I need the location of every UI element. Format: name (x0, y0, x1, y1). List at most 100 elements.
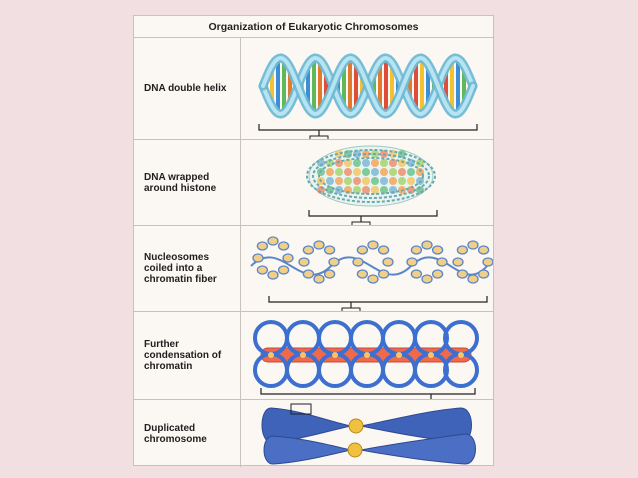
wrapped-dna-loop (318, 157, 424, 195)
nucleosome-bead (252, 253, 264, 263)
scaffold-attachment (332, 352, 338, 358)
histone-subunit (362, 168, 370, 176)
backbone-strand-b-highlight (261, 55, 475, 117)
label-chromatin-fiber: Nucleosomes coiled into a chromatin fibe… (144, 252, 217, 285)
nucleosome-bead (323, 269, 336, 279)
wrapped-dna-loop (306, 149, 436, 203)
nucleosome-bead (436, 257, 448, 267)
nucleosome-bead (313, 240, 325, 250)
histone-subunit (380, 168, 388, 176)
nucleosome-bead (367, 240, 379, 250)
histone-subunit (389, 177, 397, 185)
chromatid-right (360, 407, 472, 443)
nucleosome-bead (456, 269, 469, 279)
nucleosome-bead (277, 265, 290, 275)
nucleosome-bead (477, 269, 490, 279)
histone-subunit (344, 159, 352, 167)
row-chromatin-fiber: Nucleosomes coiled into a chromatin fibe… (134, 226, 493, 312)
histone-subunit (335, 177, 343, 185)
nucleosome-bead (328, 257, 340, 267)
row-duplicated-chromosome: Duplicated chromosome (134, 400, 493, 467)
histone-subunit (335, 168, 343, 176)
nucleosome-bead (482, 257, 493, 267)
nucleosome-bead (456, 245, 469, 255)
histone-subunit (344, 168, 352, 176)
nucleosome-bead (410, 245, 423, 255)
histone-subunit (371, 168, 379, 176)
fiber-bracket (268, 296, 488, 311)
nucleosome-bead (267, 270, 279, 280)
histone-subunit (353, 186, 361, 194)
nucleosome-bead (467, 274, 479, 284)
wrapped-dna-loop (312, 153, 430, 199)
nucleosome-bead (356, 245, 369, 255)
nucleosome-bead (298, 257, 310, 267)
histone-subunit (335, 159, 343, 167)
linker-dna (250, 256, 488, 276)
histone-subunit (398, 159, 406, 167)
nucleosome-bead (377, 269, 390, 279)
histone-subunit (353, 159, 361, 167)
histone-subunit (389, 186, 397, 194)
nucleosome-bead (452, 257, 464, 267)
row-condensed-chromatin: Further condensation of chromatin (134, 312, 493, 400)
label-duplicated-chromosome: Duplicated chromosome (144, 422, 207, 445)
histone-subunit (389, 159, 397, 167)
row-nucleosome: DNA wrapped around histone (134, 140, 493, 226)
histone-subunit (362, 177, 370, 185)
nucleosome-bead (302, 269, 315, 279)
figure-title: Organization of Eukaryotic Chromosomes (134, 16, 493, 38)
nucleosome-bead (352, 257, 364, 267)
condensed-chromatin-illustration (241, 312, 493, 399)
scaffold-attachment (364, 352, 370, 358)
chromatid-right-lower (360, 433, 476, 465)
zoom-box (290, 403, 312, 415)
duplicated-chromosome-illustration (241, 400, 493, 467)
histone-subunit (407, 168, 415, 176)
nucleosome-bead (367, 274, 379, 284)
label-condensed-chromatin: Further condensation of chromatin (144, 339, 222, 372)
histone-subunit (353, 177, 361, 185)
dna-double-helix-illustration (241, 38, 493, 139)
histone-subunit (380, 186, 388, 194)
nucleosome-bead (431, 245, 444, 255)
histone-subunit (371, 177, 379, 185)
scaffold-attachment (428, 352, 434, 358)
chromatid-left-lower (263, 435, 352, 465)
label-nucleosome: DNA wrapped around histone (144, 171, 217, 194)
histone-subunit (389, 168, 397, 176)
nucleosome-illustration (241, 140, 493, 225)
histone-subunit (398, 177, 406, 185)
histone-subunit (380, 177, 388, 185)
histone-subunit (335, 150, 343, 158)
nucleosome-bead (323, 245, 336, 255)
histone-subunit (326, 177, 334, 185)
histone-subunit (398, 168, 406, 176)
chromatin-fiber-illustration (241, 226, 493, 311)
nucleosome-bead (406, 257, 418, 267)
nucleosome-bead (356, 269, 369, 279)
nucleosome-bead (431, 269, 444, 279)
row-dna-double-helix: DNA double helix (134, 38, 493, 140)
label-dna-double-helix: DNA double helix (144, 83, 227, 94)
centromere-lower (347, 442, 363, 458)
condensation-bracket (260, 388, 476, 399)
nucleosome-bracket (308, 210, 438, 225)
histone-subunit (371, 186, 379, 194)
nucleosome-bead (282, 253, 294, 263)
scaffold-attachment (396, 352, 402, 358)
scaffold-attachment (300, 352, 306, 358)
histone-subunit (362, 186, 370, 194)
nucleosome-bead (256, 241, 269, 251)
histone-subunit (353, 168, 361, 176)
scaffold-attachment (268, 352, 274, 358)
nucleosome-bead (421, 240, 433, 250)
nucleosome-bead (302, 245, 315, 255)
nucleosome-bead (410, 269, 423, 279)
centromere-upper (348, 418, 364, 434)
helix-bracket (258, 124, 478, 139)
nucleosome-bead (467, 240, 479, 250)
histone-subunit (371, 159, 379, 167)
nucleosome-bead (267, 236, 279, 246)
nucleosome-bead (313, 274, 325, 284)
